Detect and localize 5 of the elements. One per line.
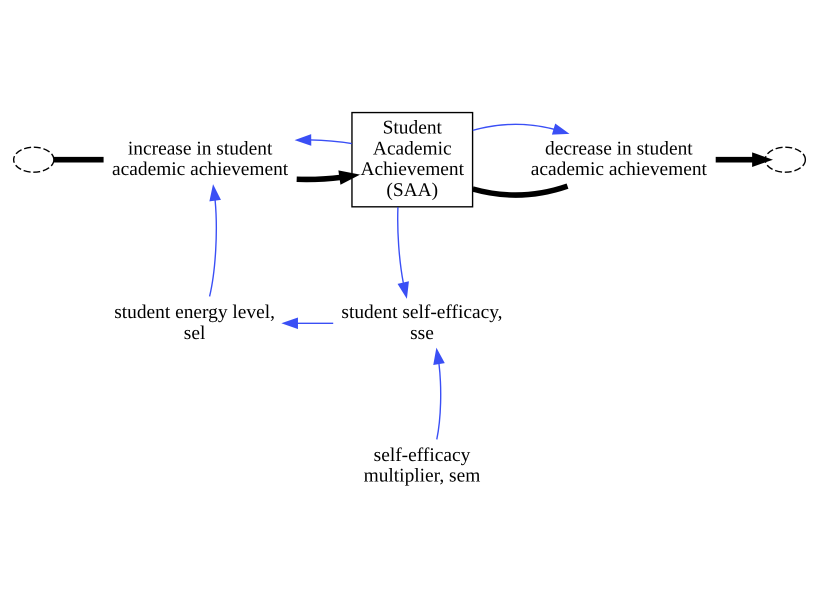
node-text: decrease in student academic achievement (530, 138, 707, 180)
node-text: student energy level, sel (114, 302, 275, 344)
node-text: student self-efficacy, sse (341, 302, 503, 344)
node-text: self-efficacy multiplier, sem (364, 444, 480, 486)
node-text: increase in student academic achievement (112, 138, 288, 180)
